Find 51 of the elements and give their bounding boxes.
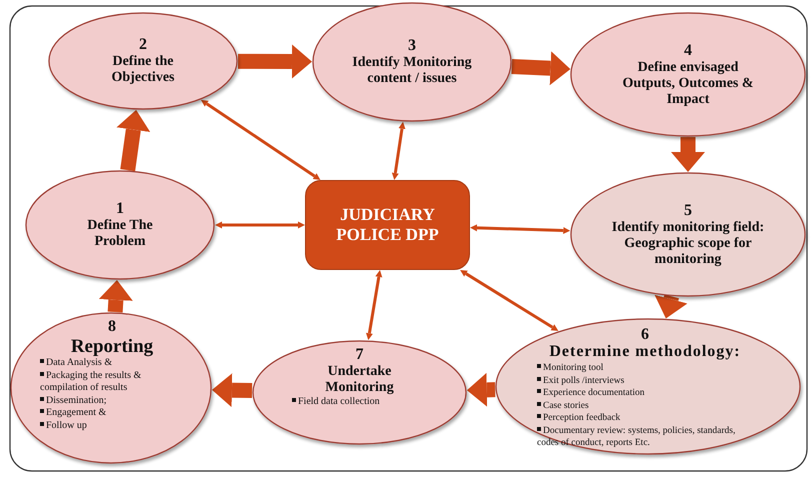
step-title: Identify Monitoring content / issues [351, 55, 473, 87]
step-number: 2 [139, 36, 147, 54]
step-number: 8 [108, 318, 116, 336]
step-number: 6 [641, 326, 649, 344]
bullet-item: Packaging the results & compilation of results [40, 370, 184, 394]
block-arrow [466, 372, 496, 407]
step-number: 4 [684, 42, 692, 60]
block-arrow [212, 373, 252, 408]
double-arrow [470, 224, 570, 234]
block-arrow [116, 110, 150, 172]
step-title: Define the Objectives [110, 54, 176, 86]
center-box [305, 180, 470, 270]
step-number: 1 [116, 200, 124, 218]
double-arrow [366, 270, 382, 340]
bullet-item: Case stories [537, 400, 589, 412]
step-ellipse [10, 312, 212, 464]
bullet-item: Experience documentation [537, 387, 645, 400]
double-arrow [392, 122, 406, 180]
step-ellipse [48, 12, 238, 110]
step-number: 3 [408, 37, 416, 55]
bullet-item: Perception feedback [537, 412, 620, 424]
step-ellipse [25, 170, 215, 280]
step-ellipse [570, 12, 806, 137]
center-label: JUDICIARY POLICE DPP [335, 205, 440, 245]
bullet-item: Follow up [40, 420, 87, 432]
block-arrow [98, 280, 133, 312]
step-title: Determine methodology: [549, 344, 741, 360]
double-arrow [460, 270, 558, 331]
step-title: Reporting [70, 336, 154, 357]
step-ellipse [570, 172, 806, 297]
bullet-item: Dissemination; [40, 394, 107, 407]
step-ellipse [495, 318, 801, 455]
step-title: Define The Problem [86, 218, 154, 250]
bullet-item: Monitoring tool [537, 362, 604, 374]
block-arrow [238, 44, 312, 79]
double-arrow [200, 100, 320, 180]
step-title: Identify monitoring field: Geographic scope for monitoring [610, 220, 766, 268]
block-arrow [511, 51, 570, 86]
step-ellipse [252, 340, 467, 445]
bullet-item: Engagement & [40, 407, 106, 420]
step-number: 7 [356, 346, 364, 364]
block-arrow [671, 137, 705, 172]
step-ellipse [312, 2, 512, 122]
block-arrow [654, 294, 688, 318]
bullet-item: Data Analysis & [40, 357, 112, 370]
bullet-item: Field data collection [292, 396, 380, 408]
bullet-item: Exit polls /interviews [537, 374, 624, 387]
step-title: Undertake Monitoring [324, 364, 395, 396]
step-title: Define envisaged Outputs, Outcomes & Impact [621, 60, 755, 108]
double-arrow [215, 222, 305, 228]
step-number: 5 [684, 202, 692, 220]
